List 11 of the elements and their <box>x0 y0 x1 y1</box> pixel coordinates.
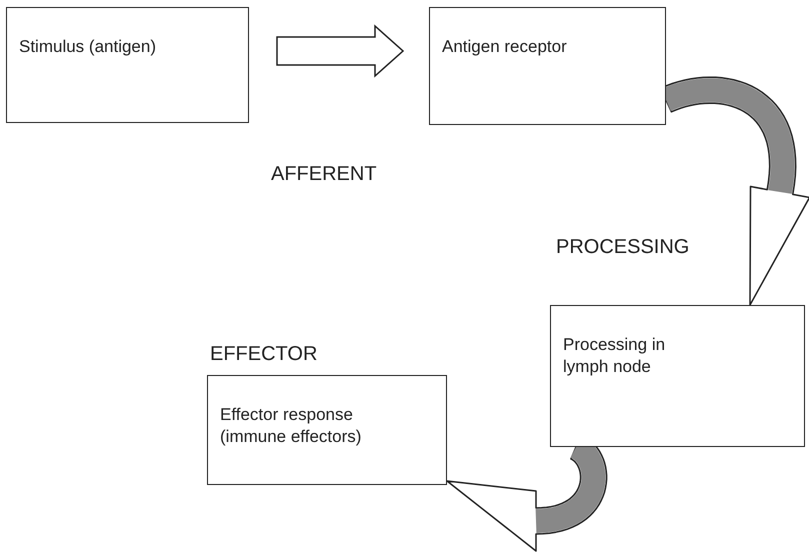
stage-heading: EFFECTOR <box>210 343 318 366</box>
box-label: Effector response (immune effectors) <box>220 404 362 448</box>
process-box <box>550 305 805 447</box>
stage-heading: PROCESSING <box>556 236 690 259</box>
box-label: Processing in lymph node <box>563 334 666 378</box>
box-label: Antigen receptor <box>442 36 568 58</box>
process-box <box>207 375 447 485</box>
box-label: Stimulus (antigen) <box>19 36 158 58</box>
process-box <box>429 7 666 125</box>
stage-heading: AFFERENT <box>271 163 377 186</box>
process-box <box>6 7 249 123</box>
